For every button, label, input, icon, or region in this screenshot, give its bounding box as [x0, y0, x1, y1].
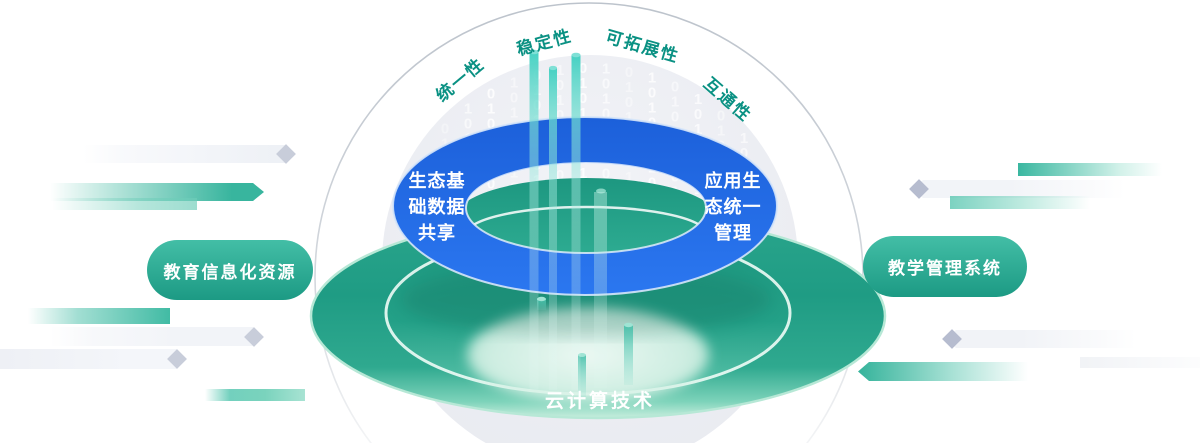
deco-bar-teal — [28, 308, 170, 324]
deco-bar-teal-light — [205, 389, 305, 401]
deco-bar-white-faint — [1080, 357, 1200, 368]
deco-bar-teal — [1018, 163, 1162, 176]
small-cylinders — [537, 296, 633, 397]
left-pill-education-resources: 教育信息化资源 — [147, 240, 313, 300]
ring-left-label-line3: 共享 — [418, 222, 456, 243]
base-label: 云计算技术 — [545, 389, 655, 412]
ring-right-label-line1: 应用生 — [705, 170, 762, 191]
ring-right-label-line2: 态统一 — [705, 196, 762, 217]
deco-bar-white — [912, 180, 1125, 198]
left-pill-label: 教育信息化资源 — [163, 262, 297, 282]
deco-bar-white — [83, 145, 295, 163]
deco-bar-teal-light — [950, 196, 1090, 209]
deco-bar-white — [945, 330, 1136, 348]
deco-bar-teal — [858, 362, 1028, 381]
ring-left-label-line1: 生态基 — [409, 170, 466, 191]
ring-left-label-line2: 础数据 — [409, 196, 466, 217]
blue-ring-inner-edge — [465, 162, 707, 254]
right-pill-label: 教学管理系统 — [888, 259, 1002, 278]
right-pill-teaching-system: 教学管理系统 — [863, 236, 1027, 297]
ring-right-label-line3: 管理 — [714, 222, 752, 243]
data-bars — [529, 49, 607, 390]
deco-bar-teal — [50, 183, 264, 201]
blue-ring — [393, 117, 777, 295]
blue-ring-outer-edge — [392, 116, 778, 296]
deco-bar-white — [0, 349, 187, 369]
arc-label-stability: 稳定性 — [514, 25, 574, 59]
deco-bar-teal-light — [52, 198, 197, 210]
deco-bar-white — [50, 327, 263, 346]
